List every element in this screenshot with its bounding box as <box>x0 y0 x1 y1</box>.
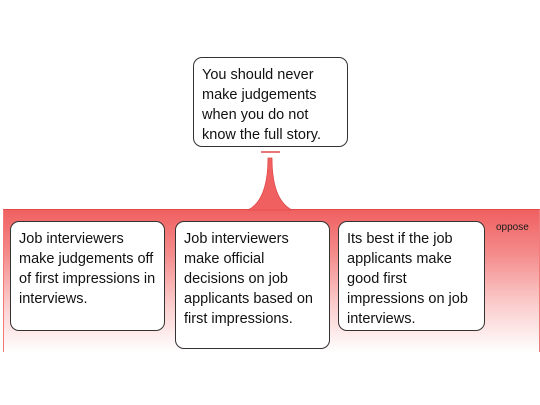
root-node[interactable]: You should never make judgements when yo… <box>193 57 348 147</box>
connector-stem <box>247 157 293 211</box>
child-node-2[interactable]: Job interviewers make official decisions… <box>175 221 330 349</box>
child-node-1-text: Job interviewers make judgements off of … <box>19 231 156 307</box>
root-node-text: You should never make judgements when yo… <box>202 67 322 143</box>
child-node-3-text: Its best if the job applicants make good… <box>347 231 468 327</box>
child-node-2-text: Job interviewers make official decisions… <box>184 231 313 327</box>
child-node-3[interactable]: Its best if the job applicants make good… <box>338 221 485 331</box>
group-label: oppose <box>496 222 529 233</box>
child-node-1[interactable]: Job interviewers make judgements off of … <box>10 221 165 331</box>
